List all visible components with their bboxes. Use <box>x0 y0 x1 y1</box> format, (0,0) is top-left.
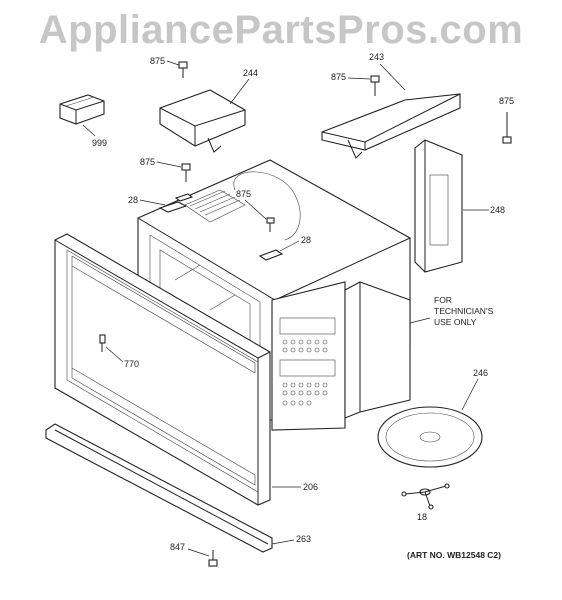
wire-harness <box>233 171 301 241</box>
label-875-top-left: 875 <box>150 56 165 66</box>
label-875-right: 875 <box>499 96 514 106</box>
label-875-top-center: 875 <box>331 72 346 82</box>
label-263: 263 <box>296 534 311 544</box>
label-770: 770 <box>124 359 139 369</box>
screw-847 <box>208 550 218 567</box>
label-244: 244 <box>243 68 258 78</box>
screw-875-right <box>502 112 512 144</box>
note-line-2: TECHNICIAN'S <box>434 306 494 316</box>
part-18-roller-support <box>401 483 450 510</box>
label-243: 243 <box>369 52 384 62</box>
label-875-mid-left: 875 <box>140 157 155 167</box>
label-28-center: 28 <box>301 235 311 245</box>
label-999: 999 <box>92 138 107 148</box>
note-line-1: FOR <box>434 295 452 305</box>
part-28-bracket-left <box>158 193 194 213</box>
part-246-turntable-tray <box>377 406 483 468</box>
label-847: 847 <box>170 542 185 552</box>
part-28-bracket-center <box>258 249 284 261</box>
leader-999 <box>82 124 96 137</box>
screw-875-center <box>266 217 275 232</box>
part-243-cover <box>321 93 461 159</box>
label-206: 206 <box>303 482 318 492</box>
label-875-center: 875 <box>236 189 251 199</box>
part-999-block <box>59 94 105 125</box>
part-248-side-panel <box>414 139 463 273</box>
watermark: AppliancePartsPros.com <box>38 8 524 52</box>
control-panel <box>271 281 346 431</box>
art-number: (ART NO. WB12548 C2) <box>407 550 501 560</box>
screw-875-top-left <box>178 61 188 78</box>
label-248: 248 <box>490 205 505 215</box>
screw-875-mid-left <box>181 163 191 182</box>
note-line-3: USE ONLY <box>434 317 477 327</box>
label-28-left: 28 <box>128 195 138 205</box>
label-18: 18 <box>417 512 427 522</box>
technician-note: FOR TECHNICIAN'S USE ONLY <box>434 295 494 327</box>
part-244-cover <box>159 89 246 153</box>
vent-grille <box>184 189 246 223</box>
label-246: 246 <box>473 368 488 378</box>
screw-875-top-center <box>370 75 380 96</box>
part-206-front-trim <box>54 233 271 506</box>
part-263-bottom-trim <box>45 423 273 553</box>
